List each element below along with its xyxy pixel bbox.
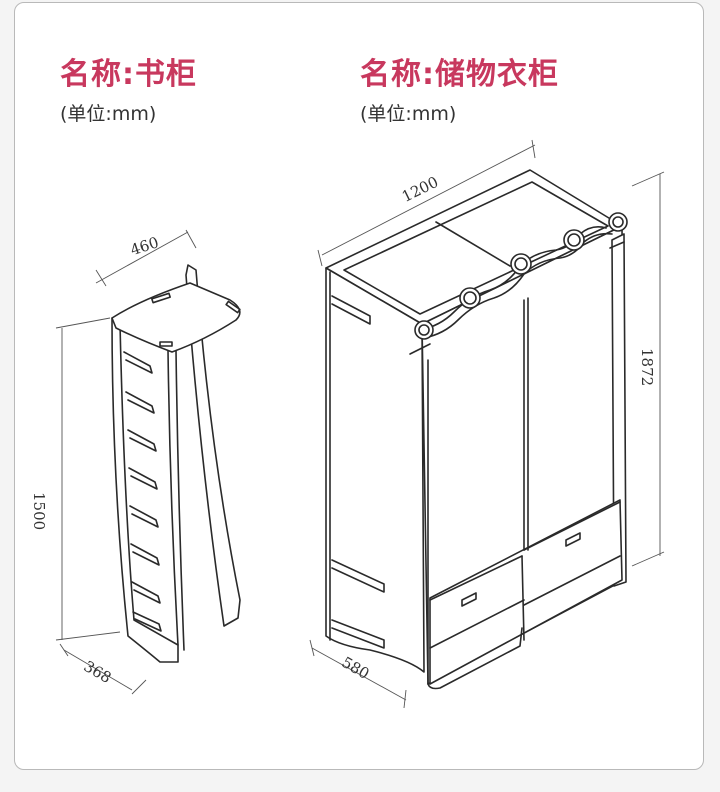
bookcase-title: 名称:书柜 [60, 57, 197, 92]
wardrobe-title: 名称:储物衣柜 [360, 57, 559, 92]
bookcase-unit: (单位:mm) [60, 103, 157, 125]
bookcase-width-label: 460 [128, 233, 161, 259]
wardrobe-unit: (单位:mm) [360, 103, 457, 125]
bookcase-drawing: 460 1500 368 [30, 229, 241, 695]
wardrobe-drawing: 1200 1872 580 [309, 139, 665, 709]
wardrobe-height-label: 1872 [638, 348, 656, 386]
wardrobe-width-label: 1200 [399, 173, 441, 206]
bookcase-depth-label: 368 [81, 657, 115, 687]
bookcase-height-label: 1500 [30, 492, 48, 530]
